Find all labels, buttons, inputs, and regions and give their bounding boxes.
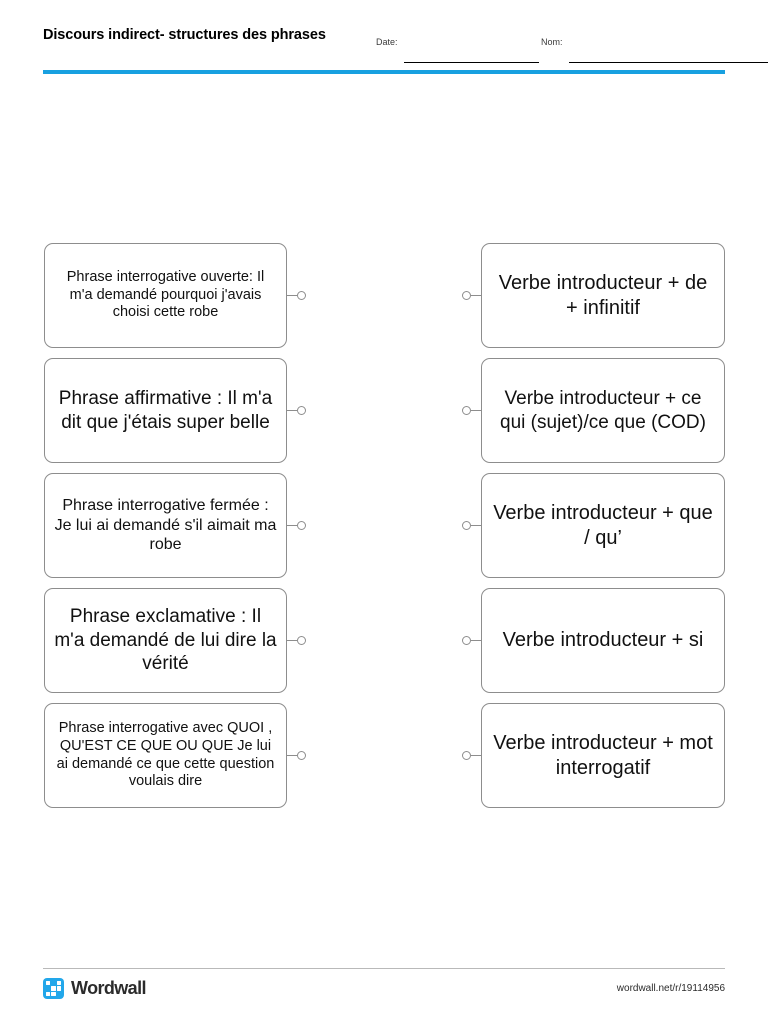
- connector-stub: [287, 294, 297, 297]
- connector-dot-icon[interactable]: [462, 521, 471, 530]
- prompt-connector[interactable]: [287, 634, 311, 647]
- prompt-connector[interactable]: [287, 404, 311, 417]
- connector-stub: [471, 409, 481, 412]
- wordwall-brand[interactable]: Wordwall: [43, 978, 146, 999]
- page-title: Discours indirect- structures des phrase…: [43, 27, 326, 43]
- answer-card[interactable]: Verbe introducteur + mot interrogatif: [481, 703, 725, 808]
- prompt-card[interactable]: Phrase affirmative : Il m'a dit que j'ét…: [44, 358, 287, 463]
- date-field[interactable]: Date:: [376, 38, 539, 64]
- answer-card-label: Verbe introducteur + de + infinitif: [498, 271, 708, 319]
- worksheet-footer: Wordwall wordwall.net/r/19114956: [43, 978, 725, 1004]
- footer-divider: [43, 968, 725, 969]
- connector-stub: [287, 524, 297, 527]
- connector-dot-icon[interactable]: [297, 291, 306, 300]
- connector-dot-icon[interactable]: [462, 406, 471, 415]
- connector-stub: [287, 639, 297, 642]
- connector-stub: [287, 409, 297, 412]
- match-row: Phrase interrogative avec QUOI , QU'EST …: [0, 703, 768, 818]
- prompt-connector[interactable]: [287, 289, 311, 302]
- answer-card-label: Verbe introducteur + mot interrogatif: [493, 731, 713, 779]
- prompt-card-label: Phrase interrogative ouverte: Il m'a dem…: [66, 268, 265, 321]
- answer-card[interactable]: Verbe introducteur + de + infinitif: [481, 243, 725, 348]
- wordwall-brand-name: Wordwall: [71, 978, 146, 998]
- match-up-board: Phrase interrogative ouverte: Il m'a dem…: [0, 243, 768, 818]
- date-label: Date:: [376, 37, 398, 47]
- prompt-card-label: Phrase interrogative fermée : Je lui ai …: [54, 496, 277, 554]
- answer-card-label: Verbe introducteur + si: [502, 629, 704, 652]
- answer-card-label: Verbe introducteur + ce qui (sujet)/ce q…: [500, 388, 706, 433]
- name-input-line[interactable]: [569, 47, 768, 63]
- match-row: Phrase affirmative : Il m'a dit que j'ét…: [0, 358, 768, 473]
- name-label: Nom:: [541, 37, 563, 47]
- prompt-card[interactable]: Phrase interrogative fermée : Je lui ai …: [44, 473, 287, 578]
- wordwall-logo-icon: [43, 978, 64, 999]
- answer-connector[interactable]: [457, 519, 481, 532]
- match-row: Phrase interrogative fermée : Je lui ai …: [0, 473, 768, 588]
- connector-stub: [471, 754, 481, 757]
- prompt-card[interactable]: Phrase interrogative avec QUOI , QU'EST …: [44, 703, 287, 808]
- worksheet-url[interactable]: wordwall.net/r/19114956: [616, 983, 725, 994]
- connector-stub: [471, 294, 481, 297]
- answer-card[interactable]: Verbe introducteur + que / qu’: [481, 473, 725, 578]
- connector-dot-icon[interactable]: [462, 291, 471, 300]
- connector-dot-icon[interactable]: [297, 521, 306, 530]
- prompt-connector[interactable]: [287, 519, 311, 532]
- connector-dot-icon[interactable]: [462, 636, 471, 645]
- prompt-card-label: Phrase exclamative : Il m'a demandé de l…: [54, 606, 277, 675]
- prompt-card[interactable]: Phrase interrogative ouverte: Il m'a dem…: [44, 243, 287, 348]
- answer-connector[interactable]: [457, 404, 481, 417]
- answer-connector[interactable]: [457, 634, 481, 647]
- connector-dot-icon[interactable]: [297, 636, 306, 645]
- prompt-connector[interactable]: [287, 749, 311, 762]
- answer-card[interactable]: Verbe introducteur + si: [481, 588, 725, 693]
- connector-dot-icon[interactable]: [297, 751, 306, 760]
- match-row: Phrase interrogative ouverte: Il m'a dem…: [0, 243, 768, 358]
- connector-stub: [471, 524, 481, 527]
- answer-card-label: Verbe introducteur + que / qu’: [493, 501, 713, 549]
- answer-connector[interactable]: [457, 749, 481, 762]
- connector-dot-icon[interactable]: [297, 406, 306, 415]
- prompt-card-label: Phrase interrogative avec QUOI , QU'EST …: [56, 719, 275, 790]
- match-row: Phrase exclamative : Il m'a demandé de l…: [0, 588, 768, 703]
- header-accent-rule: [43, 70, 725, 74]
- prompt-card[interactable]: Phrase exclamative : Il m'a demandé de l…: [44, 588, 287, 693]
- answer-card[interactable]: Verbe introducteur + ce qui (sujet)/ce q…: [481, 358, 725, 463]
- prompt-card-label: Phrase affirmative : Il m'a dit que j'ét…: [58, 388, 273, 433]
- date-input-line[interactable]: [404, 47, 539, 63]
- connector-stub: [287, 754, 297, 757]
- name-field[interactable]: Nom:: [541, 38, 768, 64]
- connector-dot-icon[interactable]: [462, 751, 471, 760]
- answer-connector[interactable]: [457, 289, 481, 302]
- worksheet-header: Discours indirect- structures des phrase…: [43, 26, 768, 76]
- connector-stub: [471, 639, 481, 642]
